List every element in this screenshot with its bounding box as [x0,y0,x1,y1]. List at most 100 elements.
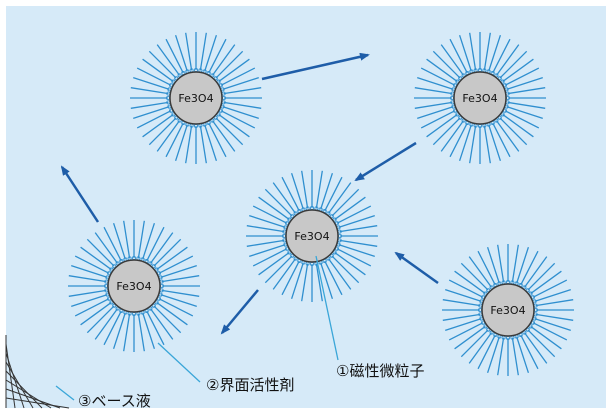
surfactant-chain [258,196,290,221]
surfactant-chain [148,117,177,146]
surfactant-chain [530,325,562,350]
surfactant-chain [208,38,227,74]
particle-core [169,71,223,125]
surfactant-chain [222,76,259,90]
surfactant-chain [272,182,297,214]
surfactant-chain [527,329,556,358]
surfactant-chains [68,220,200,352]
surfactant-chain [417,76,454,90]
surfactant-chain [468,256,493,288]
leader-magnetic-particle [315,255,339,361]
surfactant-chain [264,255,293,284]
surfactant-chain [103,310,122,346]
arrow-lower-left-upward [60,165,100,223]
particle-label: Fe3O4 [294,230,329,243]
surfactant-chain [137,220,145,259]
surfactant-chains [442,244,574,376]
surfactant-chain [211,44,236,76]
magnetic-particle: Fe3O4 [442,244,574,376]
surfactant-chain [136,110,172,129]
surfactant-chain [123,220,131,259]
surfactant-chain [502,113,534,138]
surfactant-chain [495,44,520,76]
surfactant-head [497,76,502,81]
callout-surfactant: ②界面活性剤 [206,376,294,394]
surfactant-chain [499,50,528,79]
callout-magnetic-particle: ①磁性微粒子 [336,362,424,380]
surfactant-chain [492,38,511,74]
surfactant-chain [112,223,126,260]
surfactant-chain [486,247,500,284]
surfactant-chain [103,226,122,262]
surfactant-head [497,115,502,120]
surfactant-chain [532,322,568,341]
surfactant-chain [469,32,477,71]
particle-core [107,259,161,313]
surfactant-chain [417,106,454,120]
surfactant-chain [146,226,165,262]
surfactant-chains [246,170,378,302]
surfactant-chain [218,58,250,83]
surfactant-chain [161,275,200,283]
surfactant-chain [246,225,285,233]
surfactant-head [151,303,156,308]
surfactant-chain [249,214,286,228]
surfactant-chain [149,308,174,340]
leader-surfactant [157,342,201,383]
surfactant-head [290,253,295,258]
surfactant-chain [324,176,343,212]
surfactant-chain [331,255,360,284]
surfactant-chain [133,106,170,120]
surfactant-chain [458,124,472,161]
surfactant-chain [80,246,112,271]
surfactant-chain [327,258,352,290]
surfactant-chain [445,288,482,302]
surfactant-chain [272,258,297,290]
particle-label: Fe3O4 [462,92,497,105]
surfactant-chain [80,301,112,326]
surfactant-chain [502,58,534,83]
surfactant-chain [331,188,360,217]
surfactant-chain [130,87,169,95]
surfactant-chain [136,67,172,86]
surfactant-head [112,264,117,269]
surfactant-chain [158,255,194,274]
surfactant-chain [94,232,119,264]
surfactant-chain [327,182,352,214]
surfactant-chain [336,205,372,224]
surfactant-chain [158,298,194,317]
surfactant-chain [220,110,256,129]
surfactant-chain [506,106,543,120]
surfactant-chain [215,50,244,79]
surfactant-head [329,253,334,258]
surfactant-chains [414,32,546,164]
callout-leaders [55,255,339,401]
surfactant-chain [460,262,489,291]
surfactant-chain [426,113,458,138]
surfactant-chain [338,214,375,228]
surfactant-chain [520,250,539,286]
surfactant-chain [523,256,548,288]
surfactant-head [213,76,218,81]
surfactant-chain [130,101,169,109]
surfactant-chain [68,275,107,283]
surfactant-chain [137,313,145,352]
surfactant-chain [495,120,520,152]
surfactant-chain [448,279,484,298]
surfactant-chain [156,301,188,326]
surfactant-chain [426,58,458,83]
surfactant-chain [264,188,293,217]
surfactant-chain [220,67,256,86]
surfactant-head [213,115,218,120]
surfactant-chain [339,239,378,247]
surfactant-chain [506,76,543,90]
surfactant-head [486,327,491,332]
surfactant-chain [532,279,568,298]
magnetic-particle: Fe3O4 [246,170,378,302]
surfactant-chain [523,332,548,364]
surfactant-chain [258,251,290,276]
surfactant-chain [320,173,334,210]
base-liquid-hatch [5,335,70,409]
surfactant-chain [449,122,468,158]
surfactant-chain [458,35,472,72]
